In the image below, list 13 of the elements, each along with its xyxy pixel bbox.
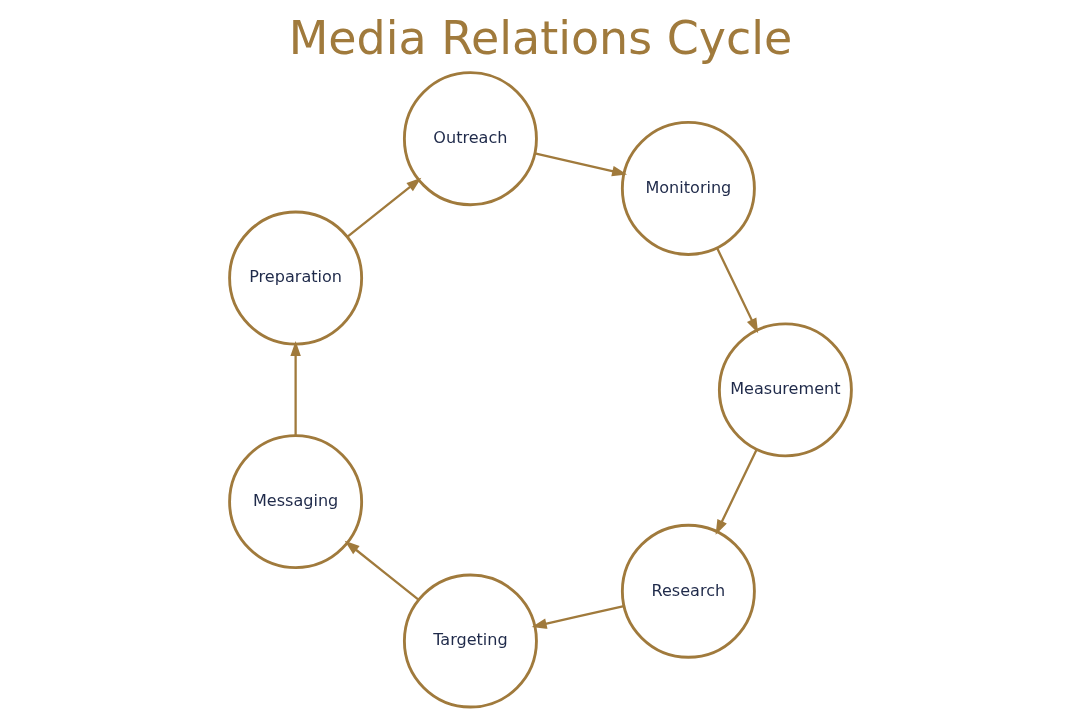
arrow [715, 449, 758, 535]
arrow [289, 340, 301, 436]
diagram-title: Media Relations Cycle [288, 11, 792, 66]
arrow [534, 152, 627, 177]
arrow [346, 177, 421, 238]
arrow [531, 604, 624, 629]
node-circle: Measurement [717, 322, 853, 458]
node-circle: Preparation [227, 210, 363, 346]
node-circle: Research [620, 523, 756, 659]
node-circle: Targeting [402, 573, 538, 709]
node-circle: Monitoring [620, 120, 756, 256]
arrow [715, 247, 758, 334]
arrow [344, 540, 419, 601]
